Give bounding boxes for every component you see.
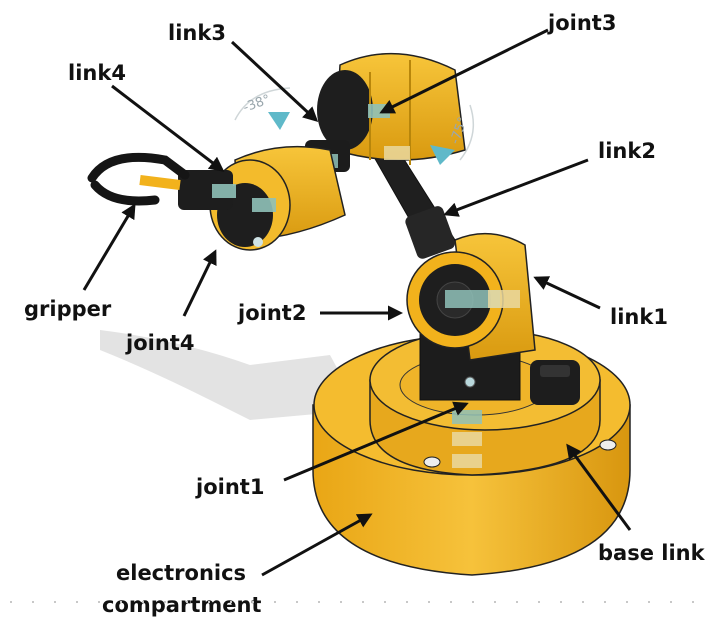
angle-upper: -38° xyxy=(241,92,272,116)
label-link4: link4 xyxy=(68,61,126,85)
label-gripper: gripper xyxy=(24,297,112,321)
arrow-joint3 xyxy=(379,28,549,114)
arrows xyxy=(82,28,632,577)
label-joint3: joint3 xyxy=(547,11,616,35)
label-link1: link1 xyxy=(610,305,668,329)
label-base-link: base link xyxy=(598,541,706,565)
labels: link3 joint3 link4 link2 gripper joint2 … xyxy=(24,11,706,617)
label-link2: link2 xyxy=(598,139,656,163)
joint1-marker xyxy=(452,410,482,468)
arrow-link1 xyxy=(533,276,601,310)
label-joint4: joint4 xyxy=(125,331,194,355)
gripper xyxy=(87,152,236,210)
label-joint1: joint1 xyxy=(195,475,264,499)
arrow-joint1 xyxy=(283,401,469,482)
link2 xyxy=(369,144,456,259)
arrow-electronics xyxy=(261,513,373,577)
joint2-marker xyxy=(445,290,500,308)
arrow-joint4 xyxy=(182,249,217,317)
arrow-base-link xyxy=(566,443,632,531)
label-electronics-line1: electronics xyxy=(116,561,246,585)
link1 xyxy=(406,232,536,401)
arrow-gripper xyxy=(82,203,136,291)
label-joint2: joint2 xyxy=(237,301,306,325)
label-link3: link3 xyxy=(168,21,226,45)
floor-shadow xyxy=(100,330,360,420)
link3 xyxy=(317,52,466,165)
arrow-link3 xyxy=(230,40,319,123)
joint4-marker xyxy=(252,198,276,212)
label-electronics-line2: compartment xyxy=(102,593,261,617)
arrow-link2 xyxy=(443,158,589,217)
arrow-link4 xyxy=(111,84,225,172)
